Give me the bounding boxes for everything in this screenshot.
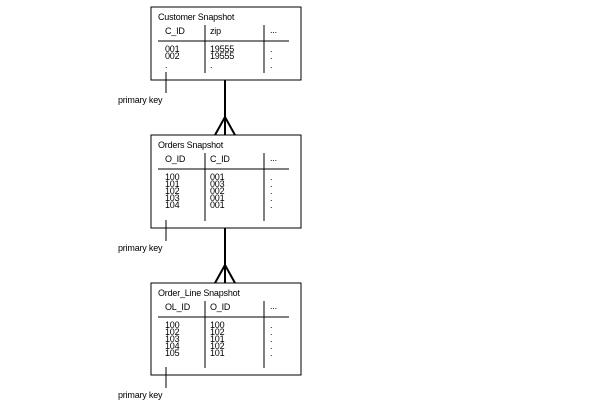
column-header-more: ... (270, 25, 277, 35)
column-header: C_ID (165, 26, 185, 36)
crows-foot-icon (224, 116, 236, 136)
cell-value: 102 (210, 341, 225, 351)
cell-pk: 102 (165, 186, 180, 196)
cell-more: . (270, 44, 272, 54)
cell-pk: 103 (165, 193, 180, 203)
cell-more: . (270, 348, 272, 358)
cell-more: . (270, 179, 272, 189)
cell-value: 001 (210, 193, 225, 203)
entity-title: Order_Line Snapshot (158, 288, 240, 298)
cell-pk: 001 (165, 44, 180, 54)
cell-value: 002 (210, 186, 225, 196)
cell-more: . (270, 186, 272, 196)
column-header-more: ... (270, 301, 277, 311)
cell-more: . (270, 327, 272, 337)
entity-title: Orders Snapshot (158, 140, 224, 150)
column-header: C_ID (210, 154, 230, 164)
cell-value: 102 (210, 327, 225, 337)
cell-value: 101 (210, 334, 225, 344)
column-header: OL_ID (165, 302, 191, 312)
cell-value: 003 (210, 179, 225, 189)
relationship-connector (214, 80, 236, 136)
cell-pk: 104 (165, 341, 180, 351)
column-header: O_ID (165, 154, 186, 164)
column-header: zip (210, 26, 221, 36)
cell-value: 100 (210, 320, 225, 330)
primary-key-label: primary key (118, 243, 163, 253)
cell-value: 001 (210, 200, 225, 210)
cell-value: 19555 (210, 44, 234, 54)
cell-value: 101 (210, 348, 225, 358)
crows-foot-icon (214, 264, 226, 284)
entity-title: Customer Snapshot (158, 12, 235, 22)
entity-box (150, 6, 302, 81)
cell-more: . (270, 172, 272, 182)
primary-key-label: primary key (118, 390, 163, 400)
cell-more: . (270, 334, 272, 344)
cell-more: . (270, 51, 272, 61)
cell-more: . (270, 193, 272, 203)
cell-pk: 100 (165, 172, 180, 182)
cell-pk: 002 (165, 51, 180, 61)
cell-pk: 100 (165, 320, 180, 330)
cell-pk: 104 (165, 200, 180, 210)
primary-key-label: primary key (118, 95, 163, 105)
crows-foot-icon (224, 264, 236, 284)
cell-value: 19555 (210, 51, 234, 61)
cell-pk: 103 (165, 334, 180, 344)
crows-foot-icon (214, 116, 226, 136)
continuation-dot: . (165, 60, 167, 70)
cell-pk: 102 (165, 327, 180, 337)
cell-value: 001 (210, 172, 225, 182)
cell-more: . (270, 200, 272, 210)
continuation-dot: . (270, 60, 272, 70)
cell-pk: 105 (165, 348, 180, 358)
cell-more: . (270, 320, 272, 330)
continuation-dot: . (210, 60, 212, 70)
column-header-more: ... (270, 153, 277, 163)
cell-pk: 101 (165, 179, 180, 189)
cell-more: . (270, 341, 272, 351)
relationship-connector (214, 228, 236, 284)
column-header: O_ID (210, 302, 231, 312)
